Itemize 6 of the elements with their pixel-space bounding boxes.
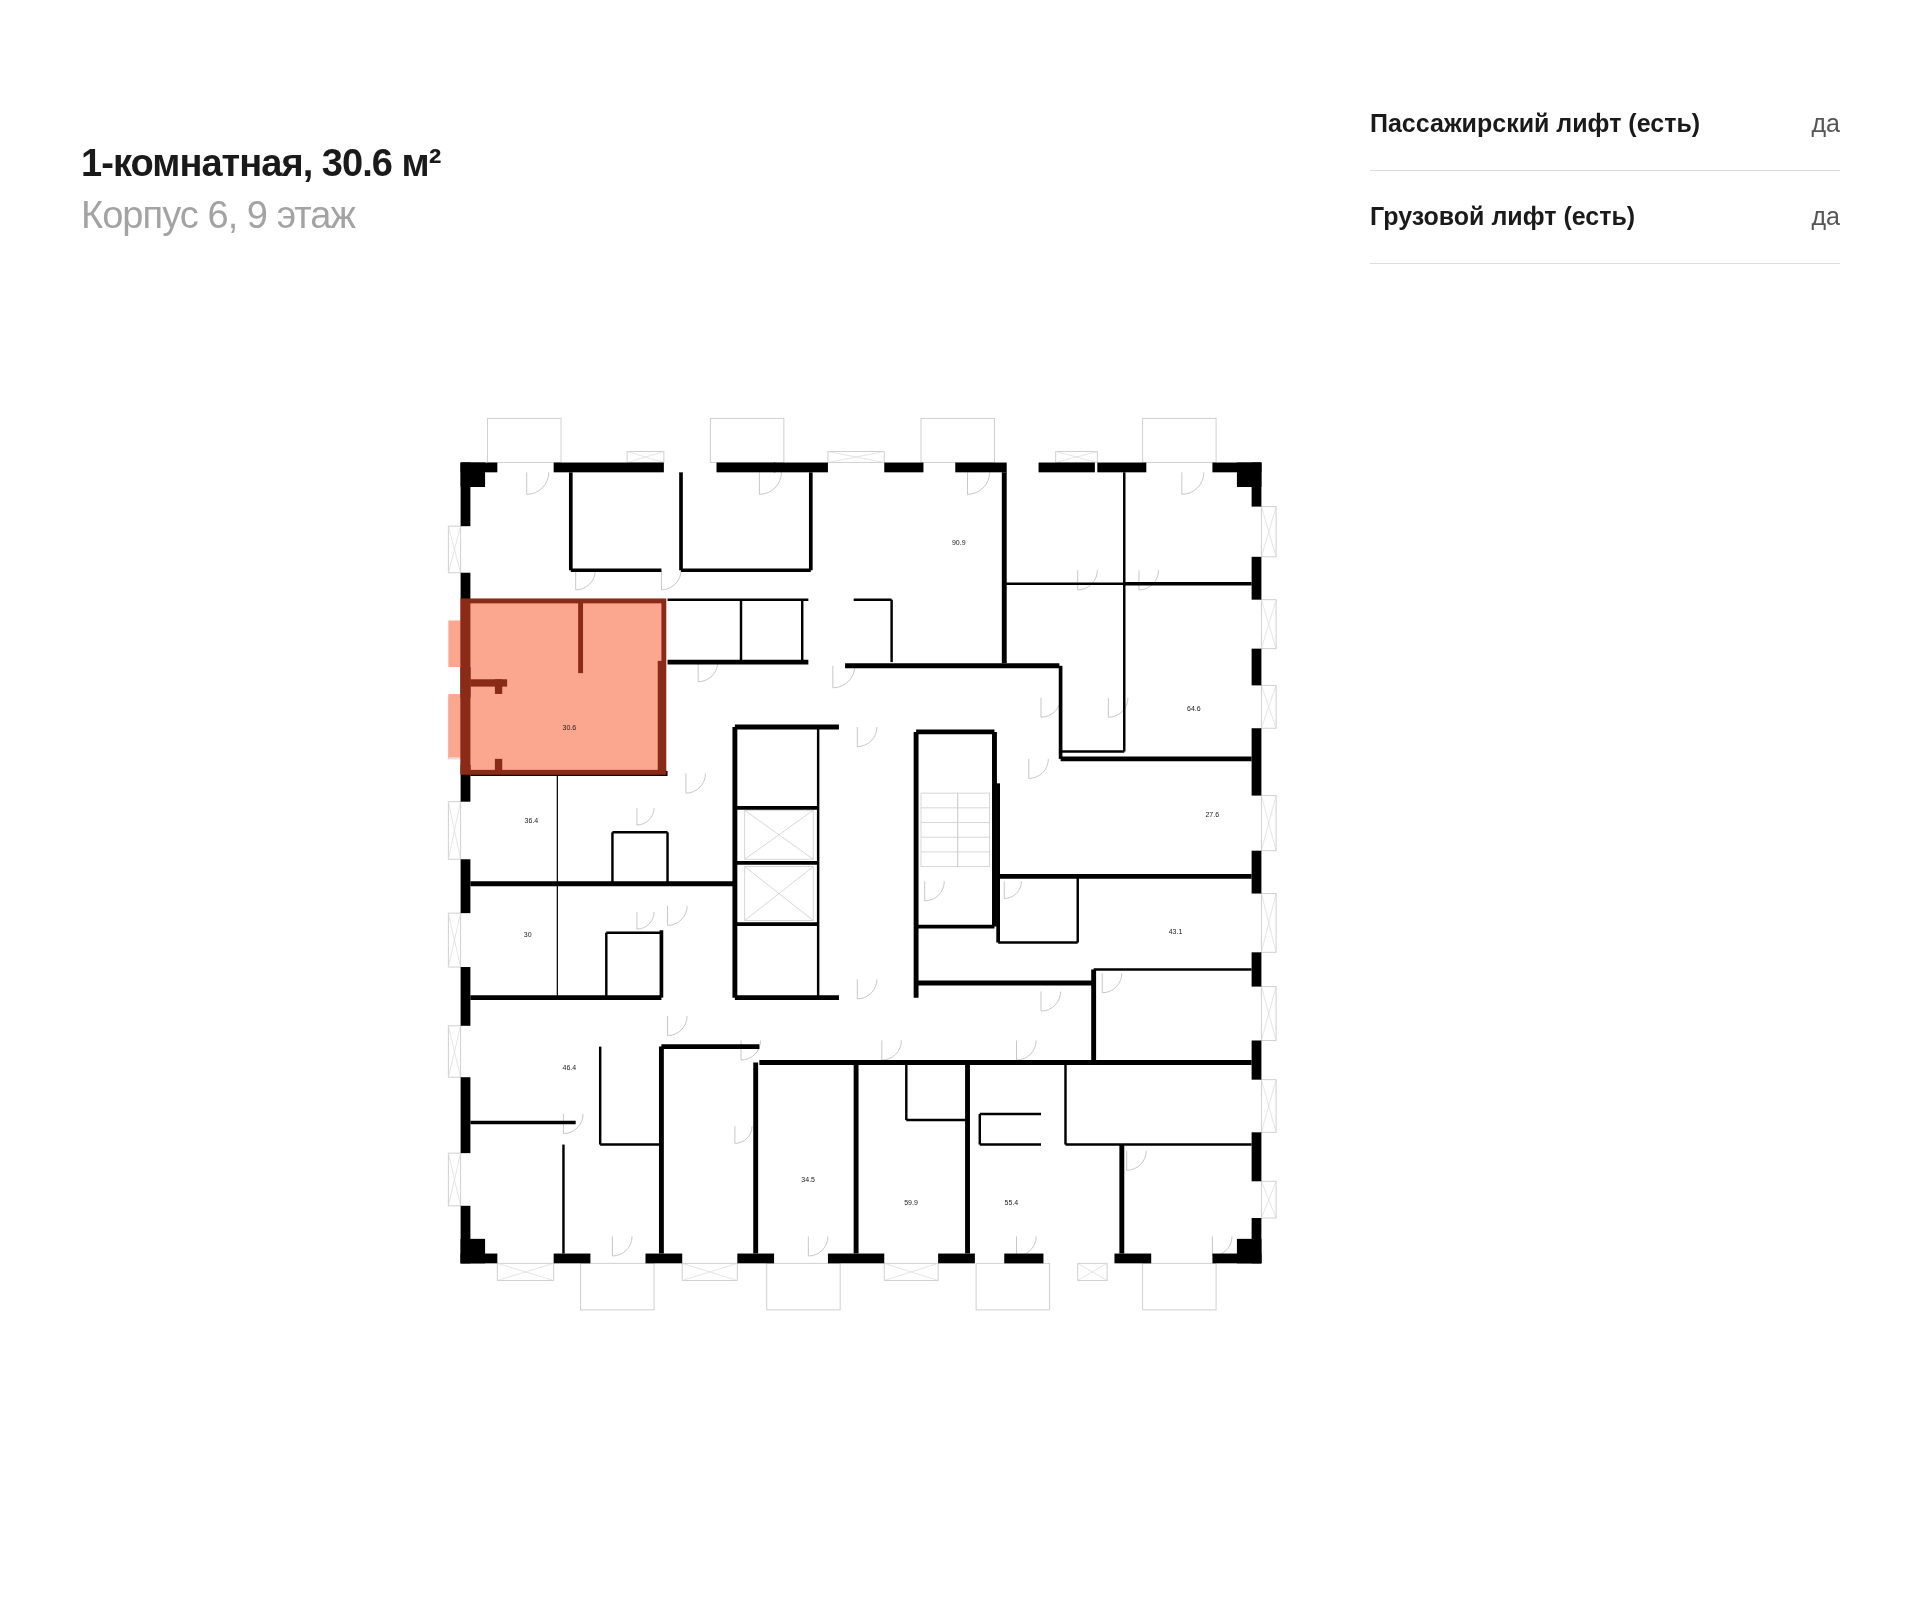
subtitle: Корпус 6, 9 этаж bbox=[81, 193, 355, 238]
feature-name: Грузовой лифт (есть) bbox=[1370, 201, 1636, 233]
title: 1-комнатная, 30.6 м² bbox=[81, 141, 441, 186]
feature-value: да bbox=[1811, 201, 1840, 233]
feature-value: да bbox=[1811, 108, 1840, 140]
feature-name: Пассажирский лифт (есть) bbox=[1370, 108, 1701, 140]
